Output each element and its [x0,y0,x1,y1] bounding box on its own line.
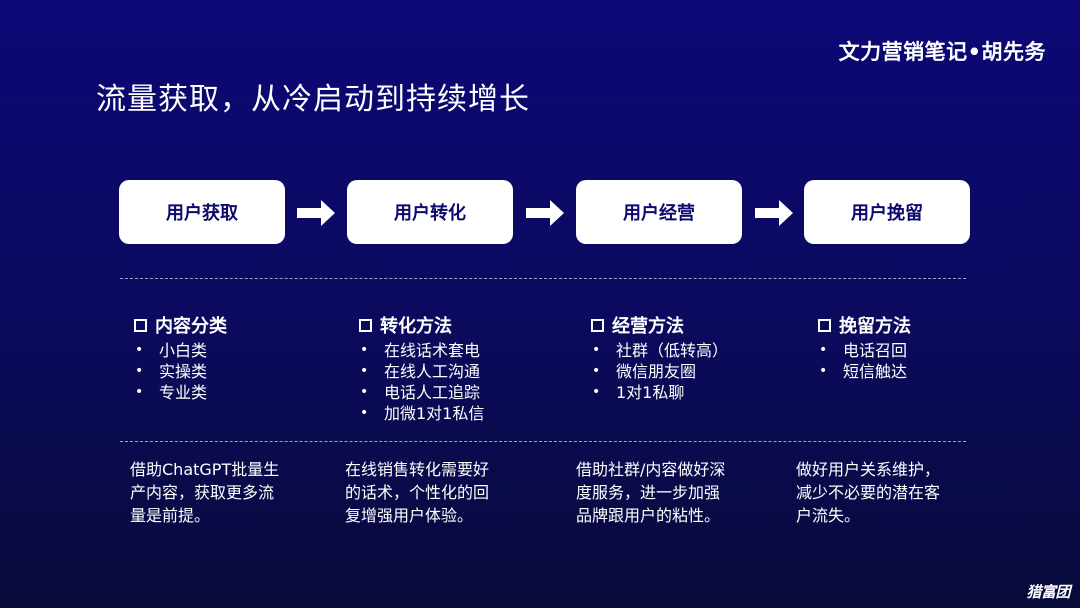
list-item: • 专业类 [134,382,227,403]
stage-label: 用户转化 [394,203,466,224]
dashed-divider [120,441,966,442]
description-line: 复增强用户体验。 [345,506,474,525]
list-item-text: 社群（低转高） [616,341,729,360]
method-heading: 内容分类 [134,312,227,338]
method-block-content: 内容分类 • 小白类 • 实操类 • 专业类 [134,312,227,403]
bullet-icon: • [592,384,601,400]
stage-label: 用户挽留 [851,203,923,224]
bullet-icon: • [360,363,369,379]
method-heading-text: 转化方法 [380,316,452,337]
list-item-text: 电话召回 [843,341,908,360]
description-line: 的话术，个性化的回 [345,483,490,502]
method-block-operate: 经营方法 • 社群（低转高） • 微信朋友圈 • 1对1私聊 [591,312,728,403]
list-item: • 实操类 [134,361,227,382]
list-item-text: 小白类 [159,341,208,360]
right-arrow-icon [297,200,335,226]
description-line: 产内容，获取更多流 [130,483,275,502]
stage-box-convert: 用户转化 [347,180,513,244]
description-line: 品牌跟用户的粘性。 [576,506,721,525]
method-heading: 经营方法 [591,312,728,338]
list-item: • 在线话术套电 [359,340,484,361]
list-item-text: 电话人工追踪 [384,383,481,402]
right-arrow-icon [755,200,793,226]
list-item: • 社群（低转高） [591,340,728,361]
description-retain: 做好用户关系维护， 减少不必要的潜在客 户流失。 [796,458,986,527]
description-line: 度服务，进一步加强 [576,483,721,502]
description-operate: 借助社群/内容做好深 度服务，进一步加强 品牌跟用户的粘性。 [576,458,766,527]
method-block-retain: 挽留方法 • 电话召回 • 短信触达 [818,312,911,382]
description-convert: 在线销售转化需要好 的话术，个性化的回 复增强用户体验。 [345,458,535,527]
list-item-text: 微信朋友圈 [616,362,697,381]
bullet-icon: • [360,342,369,358]
right-arrow-icon [526,200,564,226]
checkbox-square-icon [818,318,831,332]
bullet-icon: • [819,342,828,358]
list-item-text: 在线话术套电 [384,341,481,360]
watermark-logo: 猎富团 [1026,583,1070,601]
list-item-text: 专业类 [159,383,208,402]
method-heading: 挽留方法 [818,312,911,338]
list-item: • 短信触达 [818,361,911,382]
stage-label: 用户经营 [623,203,695,224]
brand-label: 文力营销笔记•胡先务 [838,40,1046,64]
list-item: • 1对1私聊 [591,382,728,403]
list-item-text: 实操类 [159,362,208,381]
list-item: • 电话人工追踪 [359,382,484,403]
description-line: 减少不必要的潜在客 [796,483,941,502]
bullet-icon: • [592,363,601,379]
description-line: 户流失。 [796,506,861,525]
description-line: 在线销售转化需要好 [345,460,490,479]
method-heading: 转化方法 [359,312,484,338]
bullet-icon: • [360,405,369,421]
bullet-icon: • [135,363,144,379]
description-acquire: 借助ChatGPT批量生 产内容，获取更多流 量是前提。 [130,458,320,527]
method-block-convert: 转化方法 • 在线话术套电 • 在线人工沟通 • 电话人工追踪 • 加微1对1私信 [359,312,484,424]
list-item-text: 1对1私聊 [616,383,685,402]
list-item-text: 加微1对1私信 [384,404,485,423]
method-heading-text: 挽留方法 [839,316,911,337]
bullet-icon: • [135,384,144,400]
list-item: • 在线人工沟通 [359,361,484,382]
method-heading-text: 内容分类 [155,316,227,337]
description-line: 量是前提。 [130,506,211,525]
stage-box-operate: 用户经营 [576,180,742,244]
bullet-icon: • [819,363,828,379]
list-item-text: 在线人工沟通 [384,362,481,381]
list-item: • 电话召回 [818,340,911,361]
list-item-text: 短信触达 [843,362,908,381]
checkbox-square-icon [591,318,604,332]
method-heading-text: 经营方法 [612,316,684,337]
list-item: • 小白类 [134,340,227,361]
list-item: • 加微1对1私信 [359,403,484,424]
page-title: 流量获取，从冷启动到持续增长 [96,82,530,117]
list-item: • 微信朋友圈 [591,361,728,382]
checkbox-square-icon [134,318,147,332]
bullet-icon: • [135,342,144,358]
description-line: 借助ChatGPT批量生 [130,460,280,479]
stage-label: 用户获取 [166,203,238,224]
dashed-divider [120,278,966,279]
description-line: 做好用户关系维护， [796,460,941,479]
stage-box-acquire: 用户获取 [119,180,285,244]
stage-box-retain: 用户挽留 [804,180,970,244]
bullet-icon: • [360,384,369,400]
checkbox-square-icon [359,318,372,332]
description-line: 借助社群/内容做好深 [576,460,726,479]
bullet-icon: • [592,342,601,358]
